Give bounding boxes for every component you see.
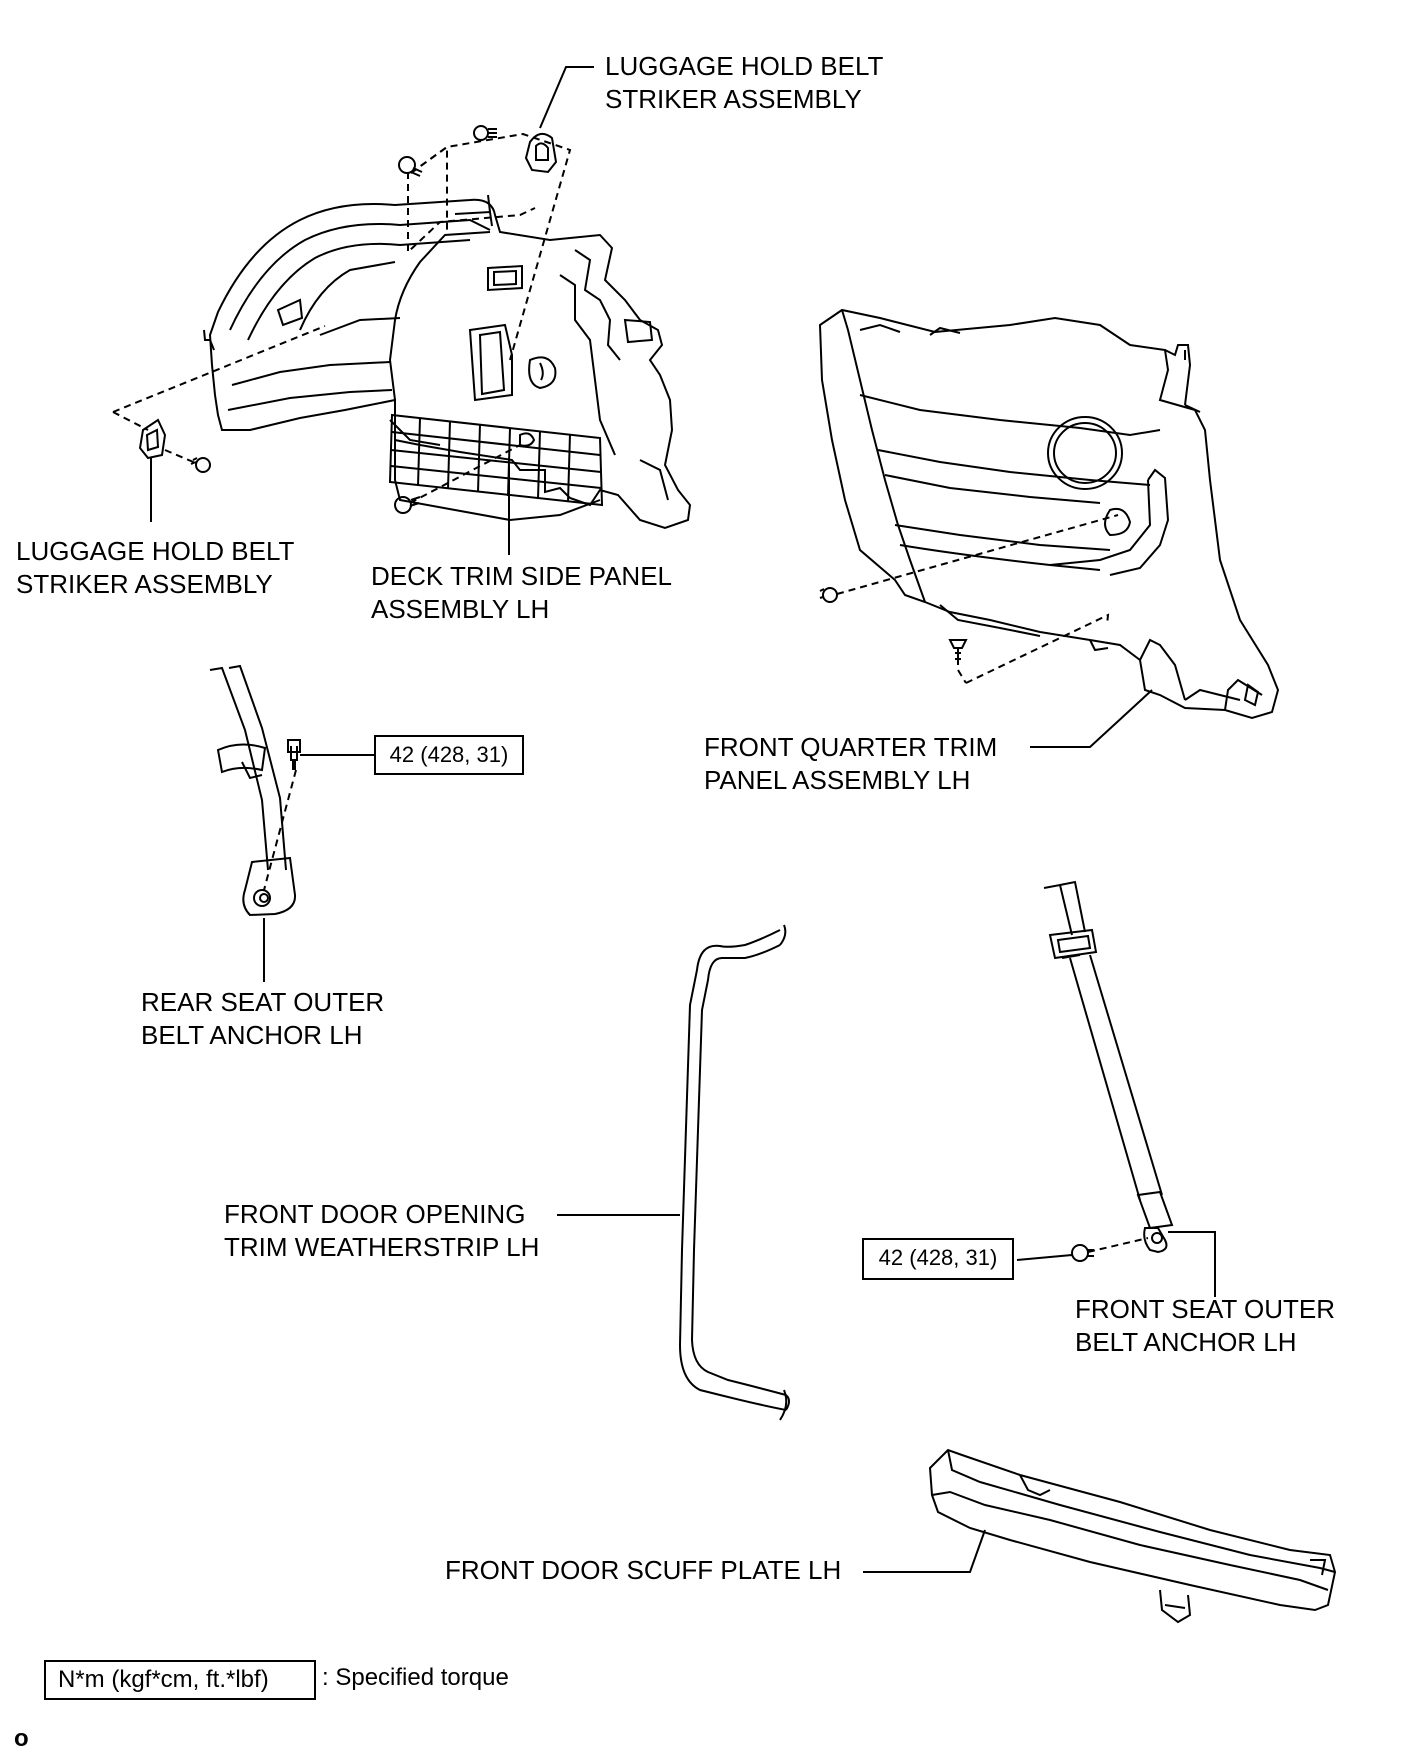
label-deck-panel-line1: DECK TRIM SIDE PANEL bbox=[371, 561, 672, 591]
leader-lines bbox=[150, 66, 1216, 1573]
quarter-panel-screws bbox=[819, 587, 968, 665]
label-weatherstrip-line1: FRONT DOOR OPENING bbox=[224, 1199, 526, 1229]
label-deck-panel-line2: ASSEMBLY LH bbox=[371, 594, 550, 624]
label-striker-left-line2: STRIKER ASSEMBLY bbox=[16, 569, 273, 599]
label-quarter-panel-line1: FRONT QUARTER TRIM bbox=[704, 732, 998, 762]
rear-anchor-bolt bbox=[287, 739, 301, 770]
label-striker-top-line1: LUGGAGE HOLD BELT bbox=[605, 51, 884, 81]
label-striker-left-line1: LUGGAGE HOLD BELT bbox=[16, 536, 295, 566]
label-striker-top-line2: STRIKER ASSEMBLY bbox=[605, 84, 862, 114]
front-door-opening-weatherstrip bbox=[678, 924, 790, 1421]
torque-box-rear-anchor: 42 (428, 31) bbox=[374, 735, 524, 775]
front-door-scuff-plate bbox=[928, 1448, 1337, 1624]
label-front-anchor-line2: BELT ANCHOR LH bbox=[1075, 1327, 1297, 1357]
label-quarter-panel-line2: PANEL ASSEMBLY LH bbox=[704, 765, 971, 795]
label-rear-anchor-line2: BELT ANCHOR LH bbox=[141, 1020, 363, 1050]
legend-torque-unit-box: N*m (kgf*cm, ft.*lbf) bbox=[44, 1660, 316, 1700]
luggage-hold-belt-striker-left bbox=[138, 418, 211, 473]
luggage-hold-belt-striker-top bbox=[398, 125, 558, 177]
corner-mark: o bbox=[14, 1725, 29, 1752]
front-anchor-bolt bbox=[1071, 1244, 1094, 1262]
deck-panel-screw bbox=[394, 496, 421, 514]
rear-seat-outer-belt bbox=[209, 664, 297, 917]
label-front-anchor-line1: FRONT SEAT OUTER bbox=[1075, 1294, 1336, 1324]
front-seat-outer-belt bbox=[1043, 880, 1174, 1254]
front-quarter-trim-panel bbox=[818, 308, 1280, 720]
label-rear-anchor-line1: REAR SEAT OUTER bbox=[141, 987, 385, 1017]
torque-box-front-anchor: 42 (428, 31) bbox=[862, 1238, 1014, 1280]
assembly-dashed-lines bbox=[112, 132, 1149, 1253]
legend-specified-torque-text: : Specified torque bbox=[322, 1664, 509, 1691]
label-weatherstrip-line2: TRIM WEATHERSTRIP LH bbox=[224, 1232, 540, 1262]
deck-trim-side-panel bbox=[203, 194, 692, 530]
label-scuff-plate: FRONT DOOR SCUFF PLATE LH bbox=[445, 1555, 842, 1585]
